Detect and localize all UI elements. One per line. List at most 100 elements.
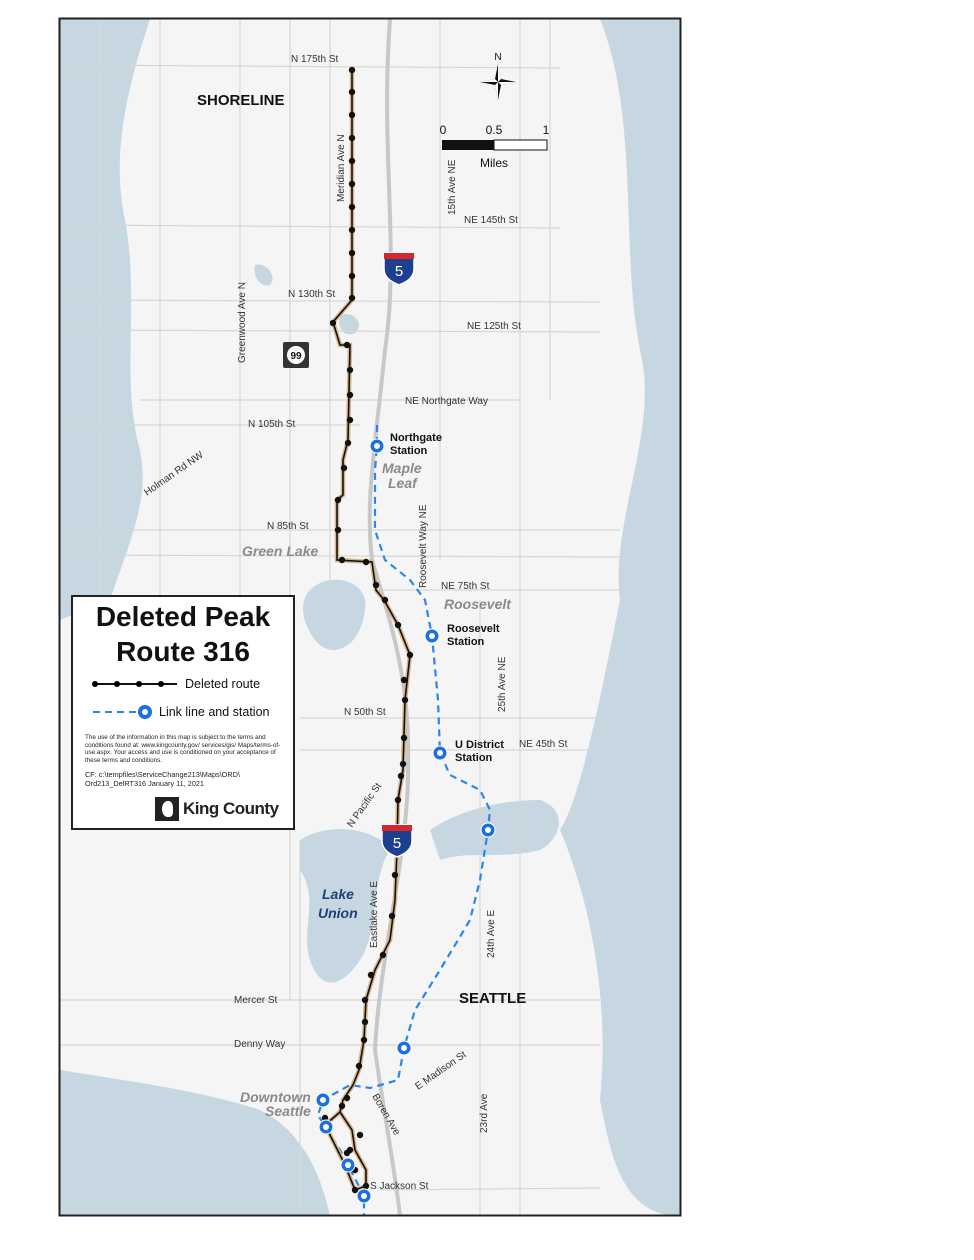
king-county-logo: King County [155,797,279,821]
street-label: N 50th St [344,707,386,718]
i5-shield-icon: 5 [383,252,415,286]
map-title: Deleted Peak [95,601,271,632]
bus-stop-dot [338,1102,346,1110]
city-label-shoreline: SHORELINE [197,92,285,109]
street-label: Eastlake Ave E [369,881,380,948]
neighborhood-label: Roosevelt [444,596,512,612]
bus-stop-dot [340,464,348,472]
street-label: N 130th St [288,289,335,300]
water-label: Union [318,905,358,921]
bus-stop-dot [348,203,356,211]
bus-stop-dot [400,676,408,684]
bus-stop-dot [343,1094,351,1102]
svg-text:0.5: 0.5 [486,123,503,137]
street-label: 25th Ave NE [497,656,508,712]
bus-stop-dot [348,134,356,142]
link-station-icon [340,1157,356,1173]
bus-stop-dot [348,157,356,165]
bus-stop-dot [367,971,375,979]
svg-text:Miles: Miles [480,156,508,170]
bus-stop-dot [406,651,414,659]
bus-stop-dot [348,226,356,234]
bus-stop-dot [334,496,342,504]
neighborhood-label: Downtown [240,1089,311,1105]
bus-stop-dot [346,391,354,399]
station-label: Station [447,636,485,648]
bus-stop-dot [401,696,409,704]
bus-stop-dot [360,1036,368,1044]
svg-text:5: 5 [393,835,401,852]
bus-stop-dot [344,439,352,447]
link-station-icon [369,438,385,454]
legend-label: Link line and station [159,705,270,719]
street-label: Greenwood Ave N [237,282,248,363]
street-label: 23rd Ave [479,1093,490,1133]
link-stations [315,438,496,1204]
bus-stop-dot [362,1182,370,1190]
street-label: 24th Ave E [486,909,497,958]
station-label: Station [390,445,428,457]
street-label: S Jackson St [370,1181,429,1192]
station-label: Northgate [390,432,442,444]
street-label: NE 145th St [464,215,518,226]
bus-stop-dot [361,1018,369,1026]
map-frame [58,17,682,1217]
svg-text:99: 99 [290,351,302,362]
bus-stop-dot [379,951,387,959]
link-station-icon [480,822,496,838]
street-label: NE 45th St [519,739,568,750]
water-bodies [60,19,680,1215]
neighborhood-label: Leaf [388,475,418,491]
file-path: CF: c:\tempfiles\ServiceChange213\Maps\O… [85,770,240,779]
street-label: 15th Ave NE [447,159,458,215]
i5-shield-icon: 5 [381,824,413,858]
bus-stop-dot [391,871,399,879]
svg-text:5: 5 [395,263,403,280]
bus-stop-dot [355,1062,363,1070]
street-label: Denny Way [234,1039,285,1050]
legend-link-line: Link line and station [91,703,270,721]
city-label-seattle: SEATTLE [459,990,526,1007]
deleted-route-symbol-icon [92,681,177,687]
street-label: N 105th St [248,419,295,430]
agency-name: King County [183,799,279,818]
link-station-icon [396,1040,412,1056]
bus-stop-dot [338,556,346,564]
bus-stop-dot [394,621,402,629]
neighborhood-label: Seattle [265,1103,311,1119]
svg-text:N: N [494,52,501,63]
sr99-shield-icon: 99 [283,342,309,368]
svg-text:0: 0 [440,123,447,137]
bus-stop-dot [399,760,407,768]
street-label: Roosevelt Way NE [418,504,429,588]
legend-panel: Deleted Peak Route 316 Deleted route Lin… [71,595,295,830]
bus-stop-dot [334,526,342,534]
bus-stop-dot [343,341,351,349]
bus-stop-dot [346,366,354,374]
link-station-icon [432,745,448,761]
street-grid [60,19,621,1215]
scale-bar: 0 0.5 1 Miles [440,123,550,170]
bus-stop-dot [381,596,389,604]
link-line [316,425,492,1215]
bus-stop-dot [348,249,356,257]
neighborhood-label: Green Lake [242,543,318,559]
bus-stop-dot [361,996,369,1004]
bus-stop-dot [348,294,356,302]
bus-stop-dot [329,319,337,327]
bus-stop-dot [356,1131,364,1139]
station-label: U District [455,739,504,751]
file-date: Ord213_DelRT316 January 11, 2021 [85,779,204,788]
bus-stop-dot [394,796,402,804]
bus-stop-dot [400,734,408,742]
disclaimer: The use of the information in this map i… [85,734,281,764]
station-label: Roosevelt [447,623,500,635]
svg-text:1: 1 [543,123,550,137]
link-station-icon [356,1188,372,1204]
legend-label: Deleted route [185,677,261,691]
bus-stop-dot [348,88,356,96]
bus-stop-dot [346,416,354,424]
neighborhood-label: Maple [382,460,422,476]
street-label: NE 75th St [441,581,490,592]
